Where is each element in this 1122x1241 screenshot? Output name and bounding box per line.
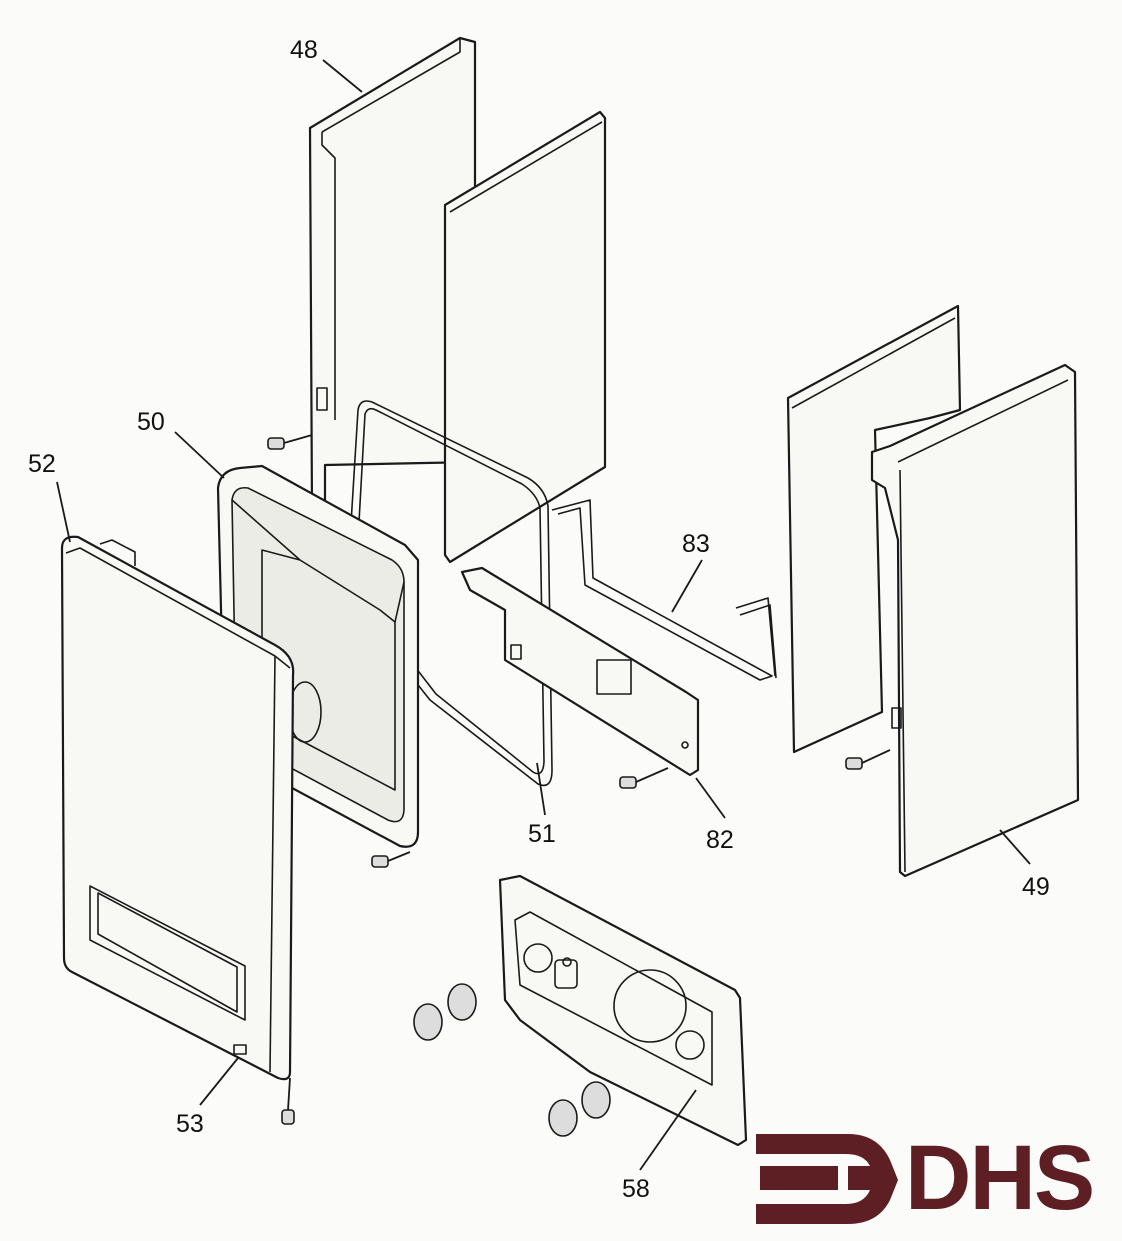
callout-82: 82 xyxy=(706,826,734,854)
dhs-logo: DHS xyxy=(905,1127,1095,1229)
side-panel-49 xyxy=(870,363,1080,878)
callout-51: 51 xyxy=(528,820,556,848)
callout-50: 50 xyxy=(137,408,165,436)
callout-labels: 48 50 52 53 51 82 83 49 58 xyxy=(28,36,1050,1203)
control-fascia-58 xyxy=(498,874,748,1147)
callout-58: 58 xyxy=(622,1175,650,1203)
control-knobs xyxy=(413,983,611,1137)
callout-49: 49 xyxy=(1022,873,1050,901)
callout-52: 52 xyxy=(28,450,56,478)
front-casing-52 xyxy=(60,535,295,1081)
dhs-logo-arrow xyxy=(756,1134,898,1224)
callout-leaders xyxy=(56,59,1031,1171)
wire-bracket-83 xyxy=(551,499,777,681)
control-bracket-82 xyxy=(460,566,700,777)
callout-48: 48 xyxy=(290,36,318,64)
insulation-panel-rear xyxy=(443,110,607,564)
callout-83: 83 xyxy=(682,530,710,558)
fixing-screws xyxy=(267,434,891,1125)
callout-53: 53 xyxy=(176,1110,204,1138)
insulation-panel-right xyxy=(786,304,962,754)
